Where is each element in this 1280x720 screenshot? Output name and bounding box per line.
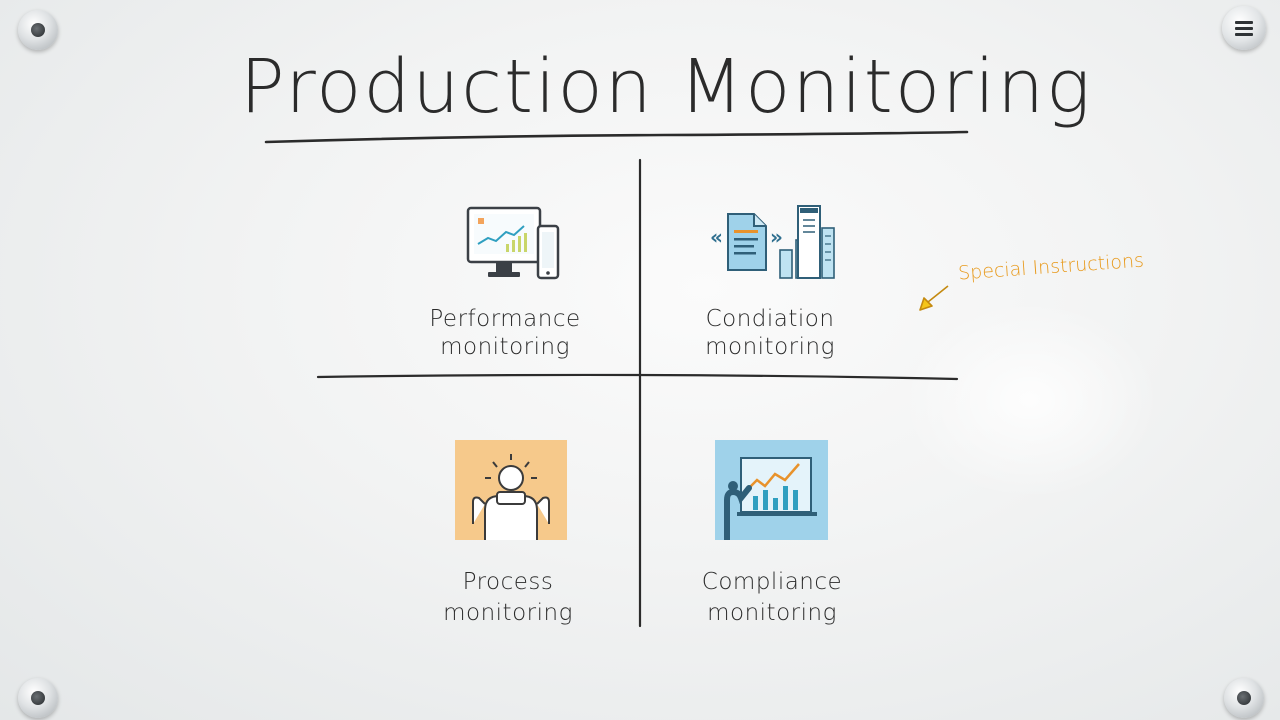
quadrant-label-process: Process monitoring <box>443 569 573 626</box>
quadrant-label-performance: Performance monitoring <box>429 306 581 360</box>
screw-icon <box>1224 678 1264 718</box>
arrow-icon <box>919 285 949 311</box>
hamburger-menu-icon <box>1235 21 1253 36</box>
title-underline <box>264 130 969 144</box>
svg-text:«: « <box>710 225 723 249</box>
monitor-chart-icon <box>466 206 560 280</box>
person-lightbulb-icon <box>455 440 567 540</box>
presenter-chart-icon <box>715 440 828 540</box>
quadrant-label-compliance: Compliance monitoring <box>701 569 843 626</box>
quadrant-label-condiation: Condiation monitoring <box>705 306 835 360</box>
page-title: Production Monitoring <box>240 44 1093 130</box>
screw-icon <box>18 678 58 718</box>
menu-button[interactable] <box>1222 6 1266 50</box>
svg-text:»: » <box>770 225 783 249</box>
screw-icon <box>18 10 58 50</box>
document-building-icon: « » <box>710 205 835 279</box>
